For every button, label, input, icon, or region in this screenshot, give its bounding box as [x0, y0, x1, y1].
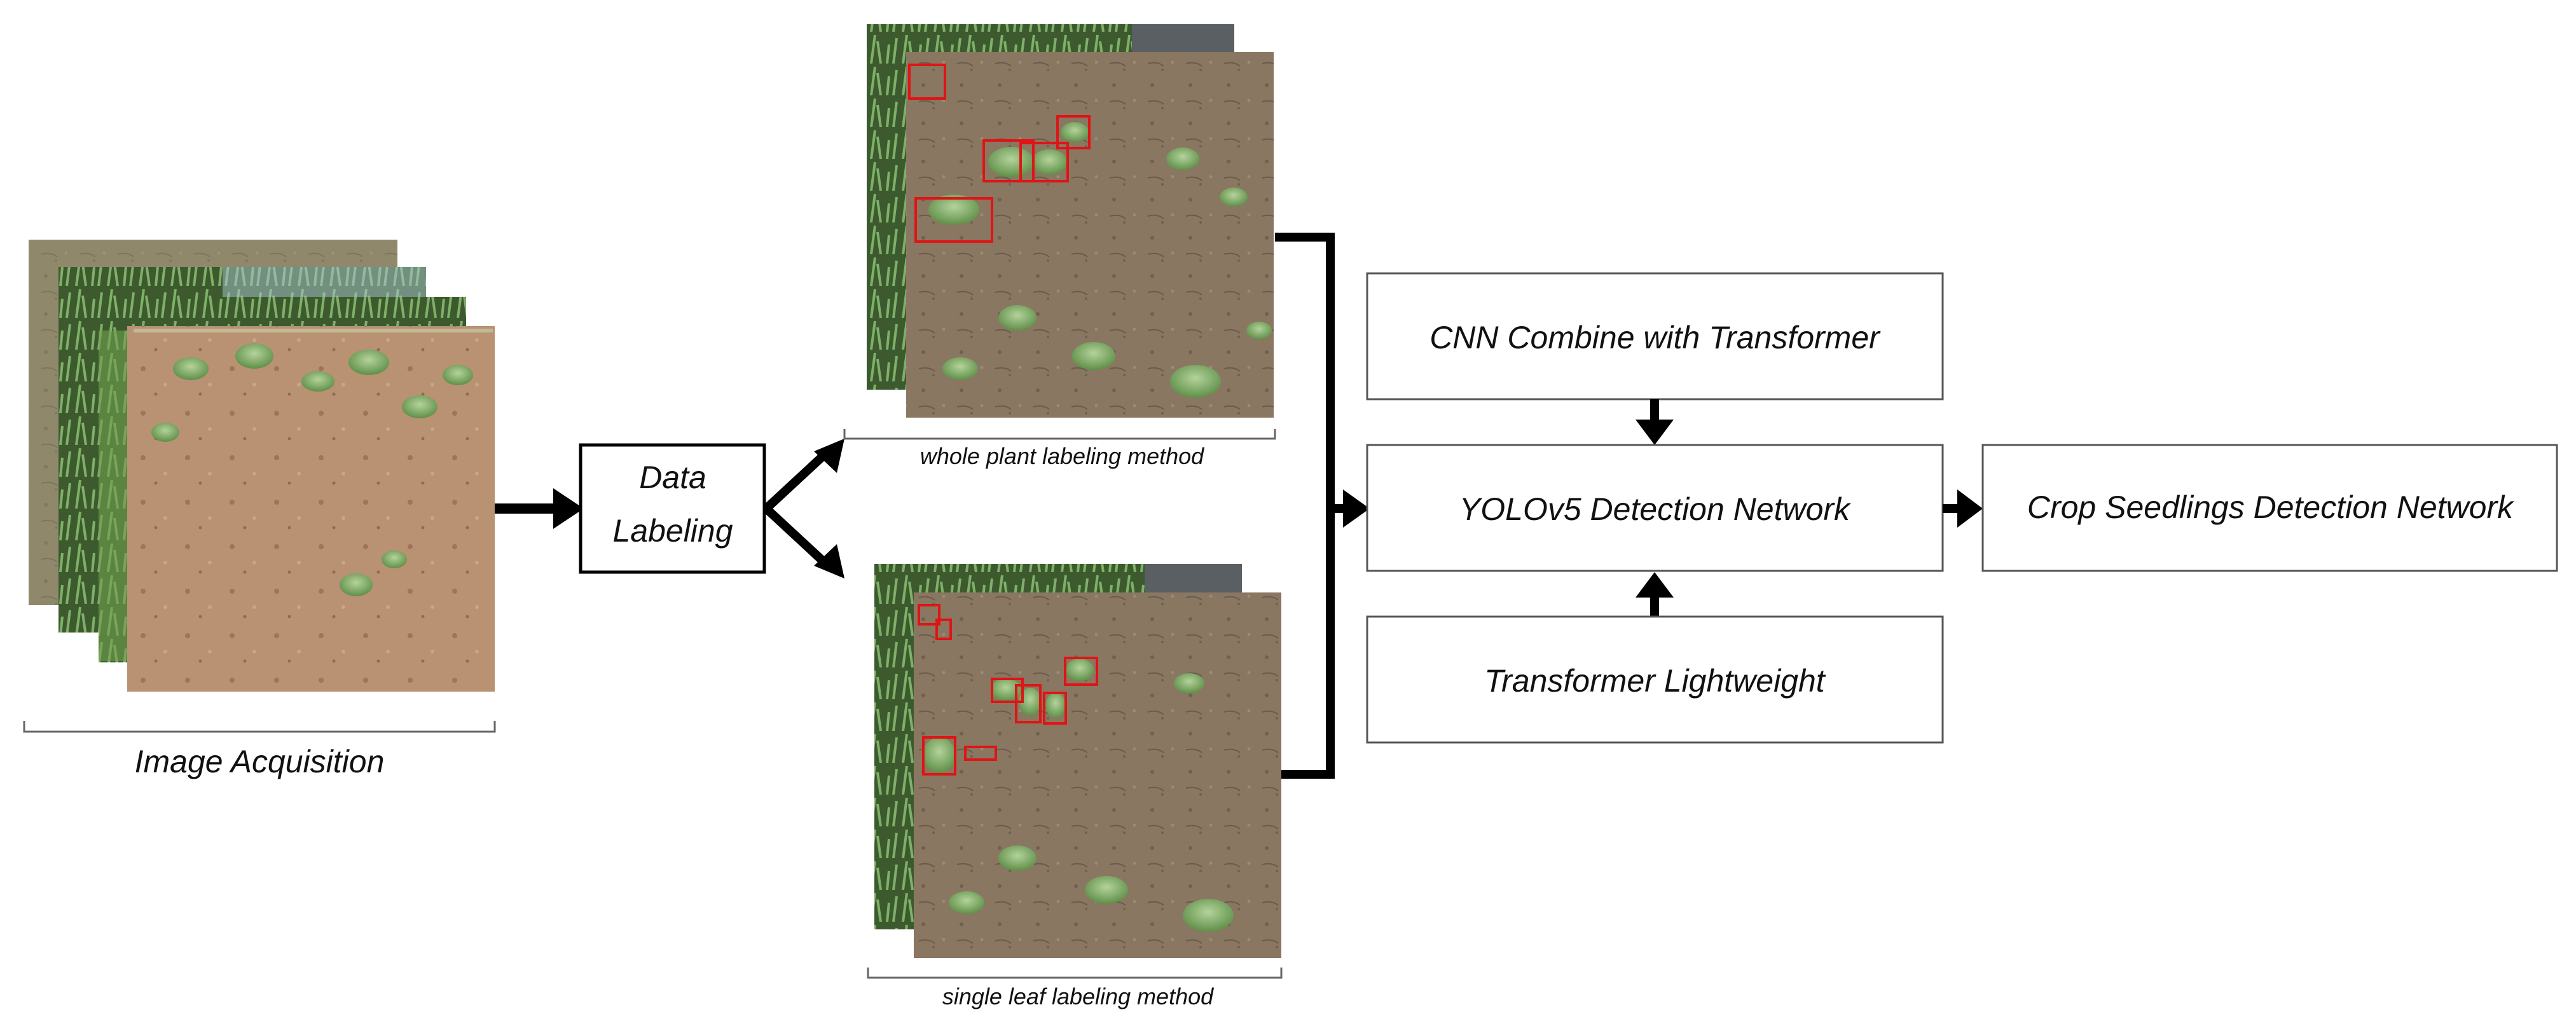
- data-labeling-line1: Data: [639, 460, 706, 495]
- single-leaf-bracket: [867, 968, 1283, 979]
- yolov5-label: YOLOv5 Detection Network: [1459, 491, 1852, 527]
- bounding-box-icon: [918, 604, 1098, 776]
- data-labeling-line2: Labeling: [612, 513, 733, 549]
- transformer-lightweight-box: Transformer Lightweight: [1366, 615, 1944, 744]
- cnn-transformer-label: CNN Combine with Transformer: [1429, 320, 1881, 355]
- arrow-to-crop-seedlings: [1943, 489, 1983, 528]
- merge-connector: [1275, 233, 1370, 779]
- image-acquisition-label: Image Acquisition: [135, 744, 385, 779]
- image-acquisition-stack: [29, 240, 495, 692]
- crop-seedlings-label: Crop Seedlings Detection Network: [2027, 489, 2515, 525]
- bounding-box-icon: [908, 64, 1091, 243]
- cnn-transformer-box: CNN Combine with Transformer: [1366, 272, 1944, 400]
- image-acquisition-bracket: [23, 721, 496, 733]
- arrow-cnn-to-yolo: [1636, 399, 1674, 445]
- seedling-icon: [151, 343, 473, 596]
- yolov5-box: YOLOv5 Detection Network: [1366, 444, 1944, 572]
- single-leaf-label: single leaf labeling method: [942, 983, 1214, 1009]
- whole-plant-bracket: [843, 429, 1276, 440]
- whole-plant-stack: [867, 24, 1274, 418]
- arrow-transformer-to-yolo: [1636, 572, 1674, 620]
- branch-arrows: [763, 439, 844, 578]
- data-labeling-box: Data Labeling: [579, 443, 766, 574]
- arrow-to-data-labeling: [495, 488, 584, 529]
- crop-seedlings-box: Crop Seedlings Detection Network: [1981, 444, 2558, 572]
- transformer-lightweight-label: Transformer Lightweight: [1484, 663, 1826, 699]
- whole-plant-label: whole plant labeling method: [920, 443, 1204, 469]
- single-leaf-stack: [874, 564, 1281, 958]
